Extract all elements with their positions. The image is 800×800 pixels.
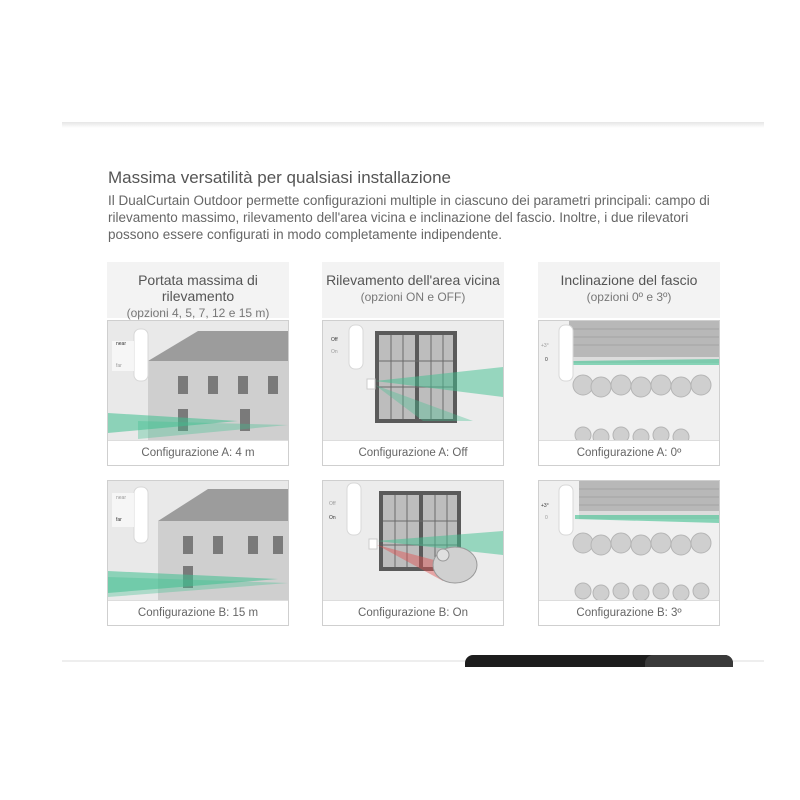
switch-label-off: Off bbox=[329, 501, 336, 507]
column-subtitle: (opzioni 4, 5, 7, 12 e 15 m) bbox=[126, 306, 270, 320]
switch-label-zero: 0 bbox=[545, 357, 548, 363]
card-caption: Configurazione A: 0º bbox=[539, 440, 719, 465]
card-caption: Configurazione B: 3º bbox=[539, 600, 719, 625]
switch-label-near: near bbox=[116, 495, 127, 501]
column-subtitle: (opzioni ON e OFF) bbox=[360, 290, 466, 304]
topdown-illustration bbox=[539, 321, 719, 441]
footer-tab-cap bbox=[645, 655, 733, 667]
column-title: Rilevamento dell'area vicina bbox=[326, 272, 500, 288]
config-card-b: Off On Configurazione B: On bbox=[322, 480, 504, 626]
switch-label-far: far bbox=[116, 363, 122, 369]
bottom-divider bbox=[62, 660, 764, 662]
column-subtitle: (opzioni 0º e 3º) bbox=[586, 290, 672, 304]
config-card-b: near far Configurazione B: 15 m bbox=[107, 480, 289, 626]
config-card-a: Off On Configurazione A: Off bbox=[322, 320, 504, 466]
card-caption: Configurazione A: Off bbox=[323, 440, 503, 465]
section-title: Massima versatilità per qualsiasi instal… bbox=[108, 168, 451, 187]
card-caption: Configurazione A: 4 m bbox=[108, 440, 288, 465]
top-divider bbox=[62, 122, 764, 128]
footer-tab bbox=[465, 655, 733, 667]
column-tilt: Inclinazione del fascio (opzioni 0º e 3º… bbox=[538, 262, 720, 626]
config-card-b: +3° 0 Configurazione B: 3º bbox=[538, 480, 720, 626]
switch-label-on: On bbox=[331, 349, 338, 355]
column-header: Portata massima di rilevamento (opzioni … bbox=[107, 262, 289, 320]
switch-label-near: near bbox=[116, 341, 127, 347]
config-card-a: near far Configurazione A: 4 m bbox=[107, 320, 289, 466]
switch-label-on: On bbox=[329, 515, 336, 521]
column-title: Inclinazione del fascio bbox=[560, 272, 698, 288]
topdown-illustration bbox=[539, 481, 719, 601]
house-illustration bbox=[108, 321, 288, 441]
card-caption: Configurazione B: On bbox=[323, 600, 503, 625]
window-illustration bbox=[323, 321, 503, 441]
house-illustration bbox=[108, 481, 288, 601]
switch-label-zero: 0 bbox=[545, 515, 548, 521]
card-caption: Configurazione B: 15 m bbox=[108, 600, 288, 625]
column-title: Portata massima di rilevamento bbox=[138, 272, 258, 304]
switch-label-far: far bbox=[116, 517, 122, 523]
column-header: Inclinazione del fascio (opzioni 0º e 3º… bbox=[538, 262, 720, 318]
window-intruder-illustration bbox=[323, 481, 503, 601]
section-intro: Il DualCurtain Outdoor permette configur… bbox=[108, 193, 710, 242]
column-near-area: Rilevamento dell'area vicina (opzioni ON… bbox=[322, 262, 504, 626]
switch-label-plus3: +3° bbox=[541, 503, 549, 509]
config-card-a: +3° 0 Configurazione A: 0º bbox=[538, 320, 720, 466]
switch-label-off: Off bbox=[331, 337, 338, 343]
column-range: Portata massima di rilevamento (opzioni … bbox=[107, 262, 289, 626]
column-header: Rilevamento dell'area vicina (opzioni ON… bbox=[322, 262, 504, 318]
switch-label-plus3: +3° bbox=[541, 343, 549, 349]
